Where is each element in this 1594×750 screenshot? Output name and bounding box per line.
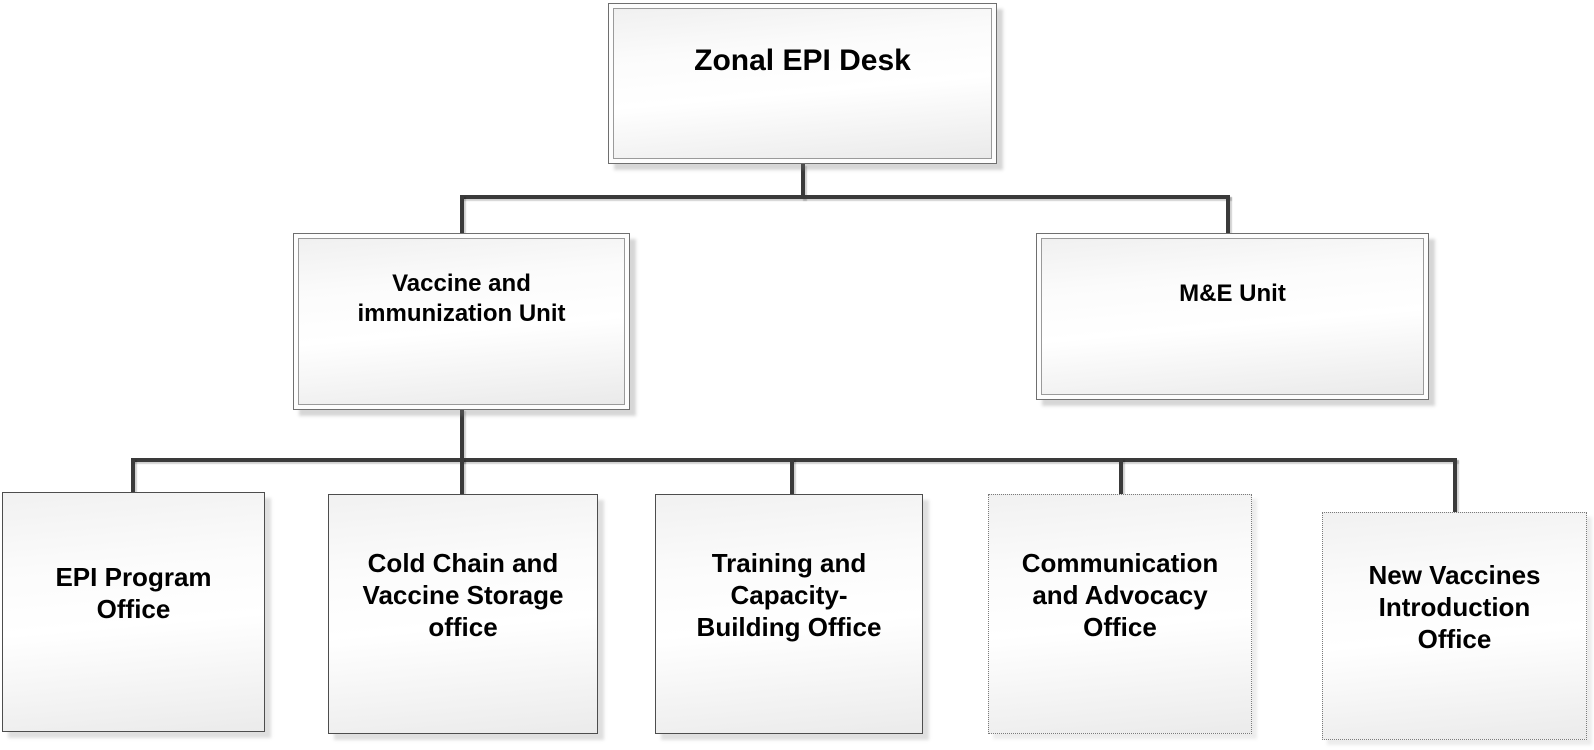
node-epi-program-office: EPI Program Office [2,492,265,732]
node-epi-program-office-label: EPI Program Office [55,562,212,624]
connector-drop-cold-chain [460,458,464,496]
node-training-capacity-building-office-label: Training and Capacity- Building Office [696,548,882,642]
node-new-vaccines-introduction-office-label: New Vaccines Introduction Office [1368,560,1541,654]
node-zonal-epi-desk: Zonal EPI Desk [608,3,997,164]
node-communication-advocacy-office: Communication and Advocacy Office [988,494,1252,734]
connector-drop-me-unit [1226,195,1230,235]
connector-drop-epi-program [131,458,135,494]
node-training-capacity-building-office: Training and Capacity- Building Office [655,494,923,734]
node-zonal-epi-desk-label: Zonal EPI Desk [694,44,911,78]
node-me-unit-label: M&E Unit [1179,279,1286,307]
node-new-vaccines-introduction-office: New Vaccines Introduction Office [1322,512,1587,740]
connector-drop-new-vaccines [1453,458,1457,514]
connector-vaccine-unit-stem [460,409,464,462]
node-communication-advocacy-office-label: Communication and Advocacy Office [1021,548,1219,642]
connector-drop-training [790,458,794,496]
node-vaccine-immunization-unit-frame: Vaccine and immunization Unit [298,238,625,405]
node-cold-chain-vaccine-storage-office: Cold Chain and Vaccine Storage office [328,494,598,734]
node-vaccine-immunization-unit-label: Vaccine and immunization Unit [357,270,566,327]
connector-drop-communication [1119,458,1123,496]
node-zonal-epi-desk-frame: Zonal EPI Desk [613,8,992,159]
node-me-unit-frame: M&E Unit [1041,238,1424,395]
connector-root-stem [801,164,805,199]
connector-level3-bus [131,458,1457,462]
node-me-unit: M&E Unit [1036,233,1429,400]
node-cold-chain-vaccine-storage-office-label: Cold Chain and Vaccine Storage office [362,548,564,642]
node-vaccine-immunization-unit: Vaccine and immunization Unit [293,233,630,410]
connector-level2-bus [460,195,1230,199]
connector-drop-vaccine-unit [460,195,464,235]
